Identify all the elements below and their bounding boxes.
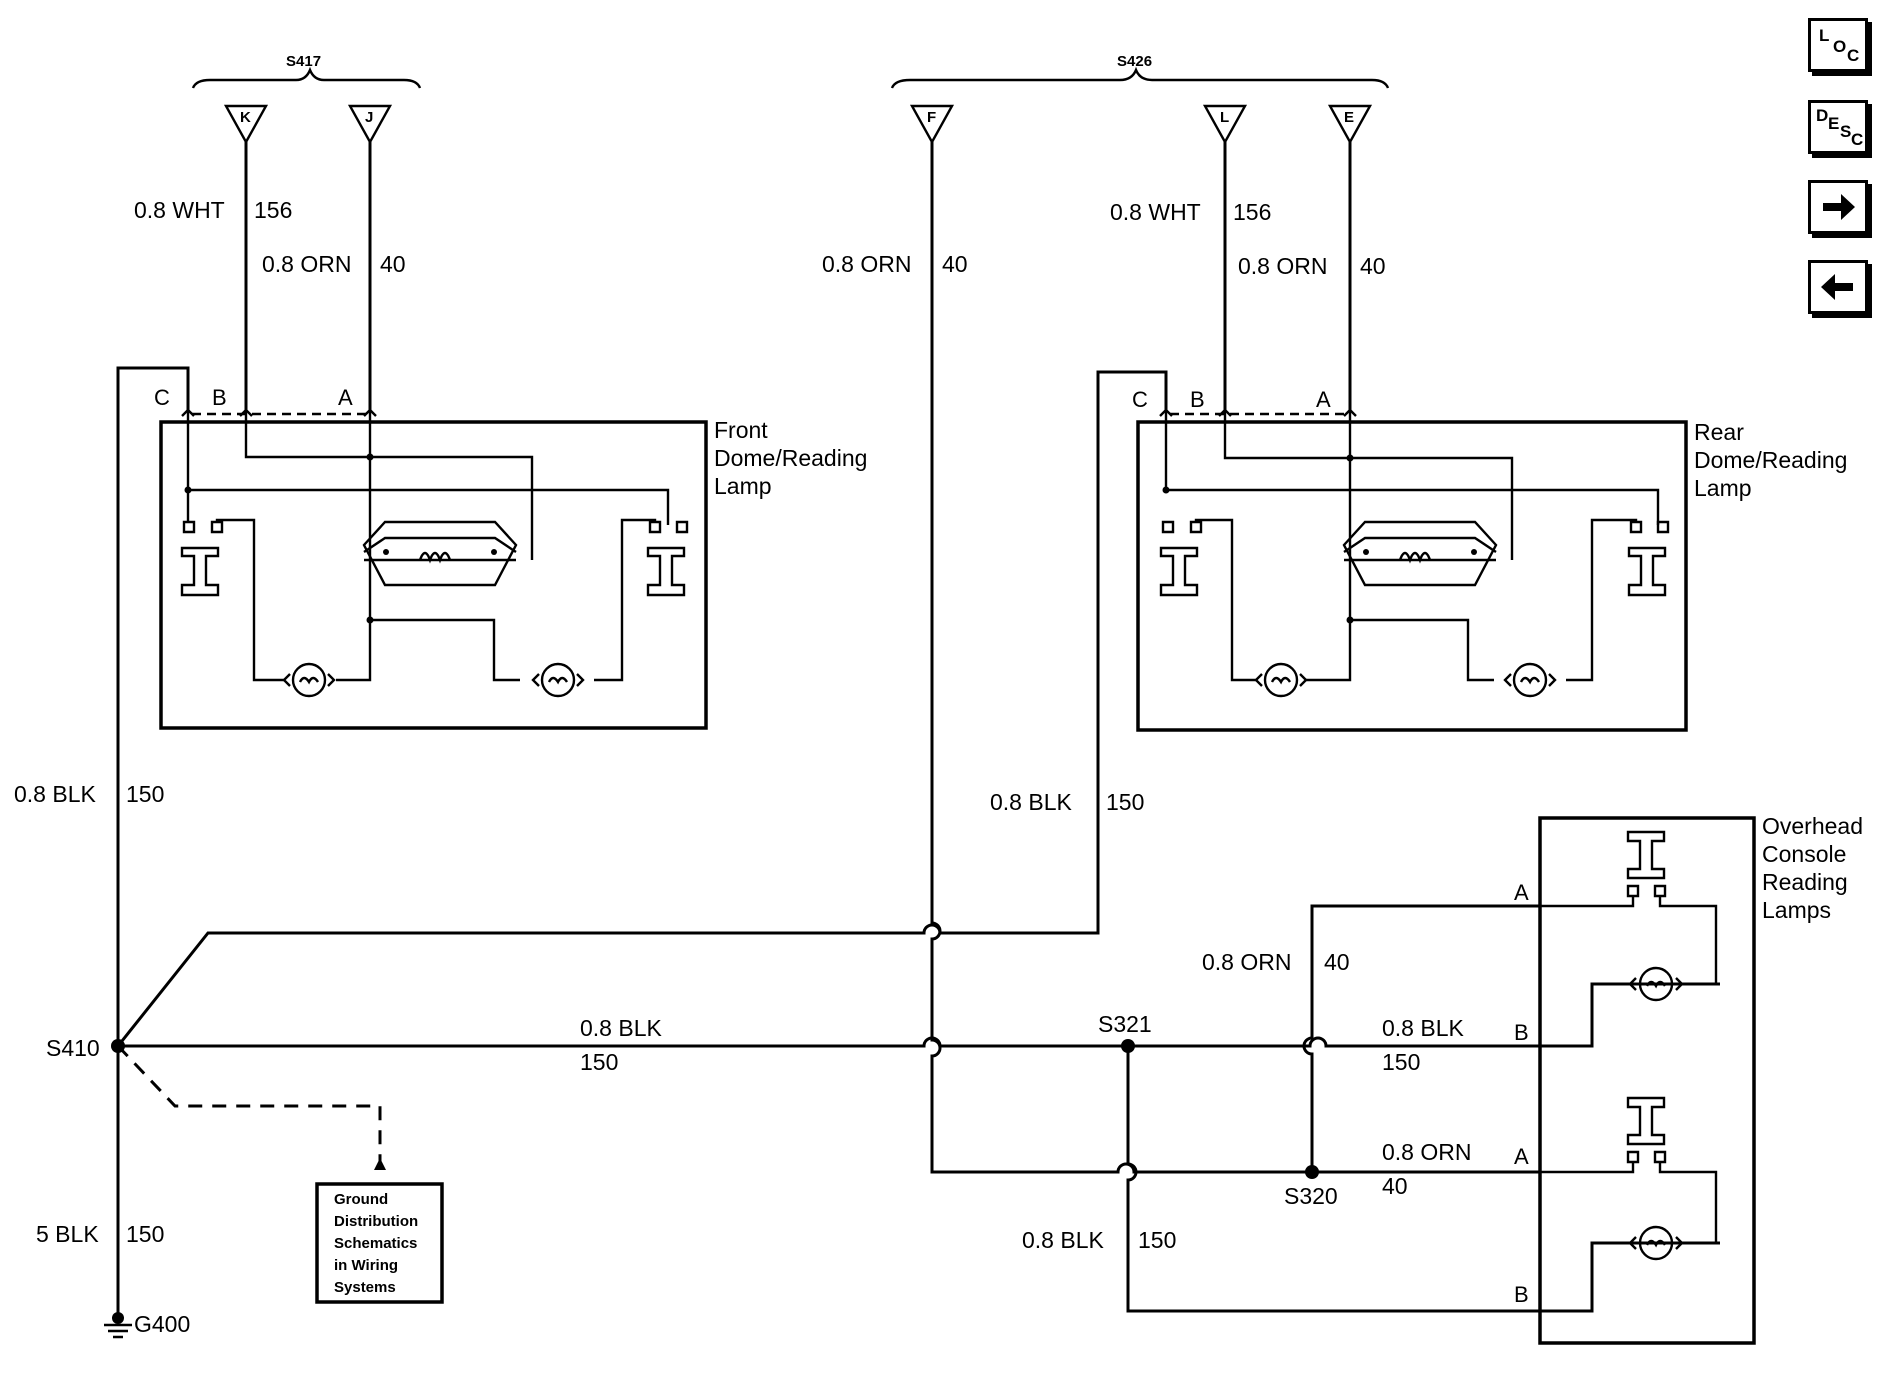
wire-label-circuit: 156 [1233,199,1271,225]
wire-label-size: 0.8 ORN [1202,949,1291,975]
wire-label-circuit: 150 [1382,1049,1420,1075]
front-dome-lamp [159,408,708,730]
wire-label-circuit: 150 [580,1049,618,1075]
wire-rear-blk-150 [116,370,1168,1047]
connector-f-label: F [927,109,936,126]
wire-label-size: 0.8 ORN [1382,1139,1471,1165]
ground-ref-dashed-line [116,1044,382,1170]
ground-ref-line-1: Ground [334,1191,388,1208]
connector-j-label: J [365,109,373,126]
pin-label-c: C [1132,387,1148,412]
wire-label-circuit: 150 [126,1221,164,1247]
wire-label-circuit: 150 [1138,1227,1176,1253]
wire-label-size: 0.8 BLK [14,781,96,807]
wire-label-circuit: 40 [942,251,968,277]
splice-label-s426: S426 [1117,53,1152,70]
pin-label-b: B [212,385,227,410]
ground-icon [104,1312,132,1339]
connector-e-label: E [1344,109,1354,126]
ground-ref-arrow-icon [374,1158,386,1170]
rear-lamp-label-3: Lamp [1694,475,1752,501]
ground-ref-line-3: Schematics [334,1235,417,1252]
wire-label-circuit: 150 [126,781,164,807]
overhead-label-3: Reading [1762,869,1848,895]
loc-glyph-l: L [1819,26,1830,45]
overhead-label-1: Overhead [1762,813,1863,839]
left-arrow-icon [1821,274,1853,300]
connector-j: J [347,104,393,145]
wire-s320-orn-40 [1302,904,1540,1172]
overhead-label-4: Lamps [1762,897,1831,923]
wire-s321-blk-150 [1126,1046,1720,1313]
wire-label-size: 0.8 ORN [262,251,351,277]
splice-brace-s417: S417 [191,53,422,89]
wire-label-circuit: 40 [1382,1173,1408,1199]
pin-label-b: B [1190,387,1205,412]
ground-ref-line-2: Distribution [334,1213,418,1230]
wire-front-blk-150 [116,366,190,1323]
wire-label-size: 0.8 WHT [1110,199,1201,225]
connector-f: F [909,104,955,145]
connector-e: E [1327,104,1373,145]
splice-label-s417: S417 [286,53,321,70]
connector-k-label: K [240,109,251,126]
pin-label-b: B [1514,1020,1529,1045]
connector-l-label: L [1220,109,1229,126]
wire-label-size: 0.8 BLK [990,789,1072,815]
wire-label-size: 0.8 BLK [580,1015,662,1041]
connector-k: K [223,104,269,145]
wire-label-size: 5 BLK [36,1221,99,1247]
rear-lamp-label-2: Dome/Reading [1694,447,1847,473]
wire-label-size: 0.8 ORN [822,251,911,277]
desc-glyph-c: C [1851,130,1864,149]
next-button[interactable] [1808,180,1868,234]
wire-label-circuit: 150 [1106,789,1144,815]
loc-glyph-c: C [1847,46,1860,65]
front-lamp-label-3: Lamp [714,473,772,499]
splice-label-s410: S410 [46,1035,100,1061]
wire-label-size: 0.8 BLK [1382,1015,1464,1041]
splice-dot-s320 [1305,1165,1319,1179]
wire-label-size: 0.8 BLK [1022,1227,1104,1253]
right-arrow-icon [1823,194,1855,220]
location-button[interactable]: L O C [1808,18,1868,72]
wire-label-circuit: 40 [380,251,406,277]
front-lamp-label-2: Dome/Reading [714,445,867,471]
pin-label-c: C [154,385,170,410]
overhead-console-lamps [1538,816,1756,1345]
pin-label-a: A [1514,880,1529,905]
connector-l: L [1202,104,1248,145]
rear-dome-lamp [1136,408,1688,732]
wire-label-circuit: 40 [1324,949,1350,975]
ground-ref-line-5: Systems [334,1279,396,1296]
wire-label-circuit: 40 [1360,253,1386,279]
front-lamp-label-1: Front [714,417,768,443]
desc-glyph-s: S [1840,122,1852,141]
ground-label-g400: G400 [134,1311,190,1337]
ground-distribution-ref[interactable]: Ground Distribution Schematics in Wiring… [315,1182,444,1304]
pin-label-b: B [1514,1282,1529,1307]
rear-lamp-label-1: Rear [1694,419,1744,445]
wire-label-size: 0.8 WHT [134,197,225,223]
desc-glyph-e: E [1828,114,1840,133]
overhead-label-2: Console [1762,841,1846,867]
desc-glyph-d: D [1816,106,1829,125]
wire-s410-blk-150 [118,982,1720,1048]
pin-label-a: A [1514,1144,1529,1169]
splice-brace-s426: S426 [890,53,1390,89]
previous-button[interactable] [1808,260,1868,314]
loc-glyph-o: O [1833,37,1847,56]
splice-label-s320: S320 [1284,1183,1338,1209]
wire-label-size: 0.8 ORN [1238,253,1327,279]
splice-label-s321: S321 [1098,1011,1152,1037]
splice-dot-s321 [1121,1039,1135,1053]
pin-label-a: A [338,385,353,410]
pin-label-a: A [1316,387,1331,412]
ground-ref-line-4: in Wiring [334,1257,398,1274]
wire-label-circuit: 156 [254,197,292,223]
description-button[interactable]: D E S C [1808,100,1868,154]
splice-dot-s410 [111,1039,125,1053]
